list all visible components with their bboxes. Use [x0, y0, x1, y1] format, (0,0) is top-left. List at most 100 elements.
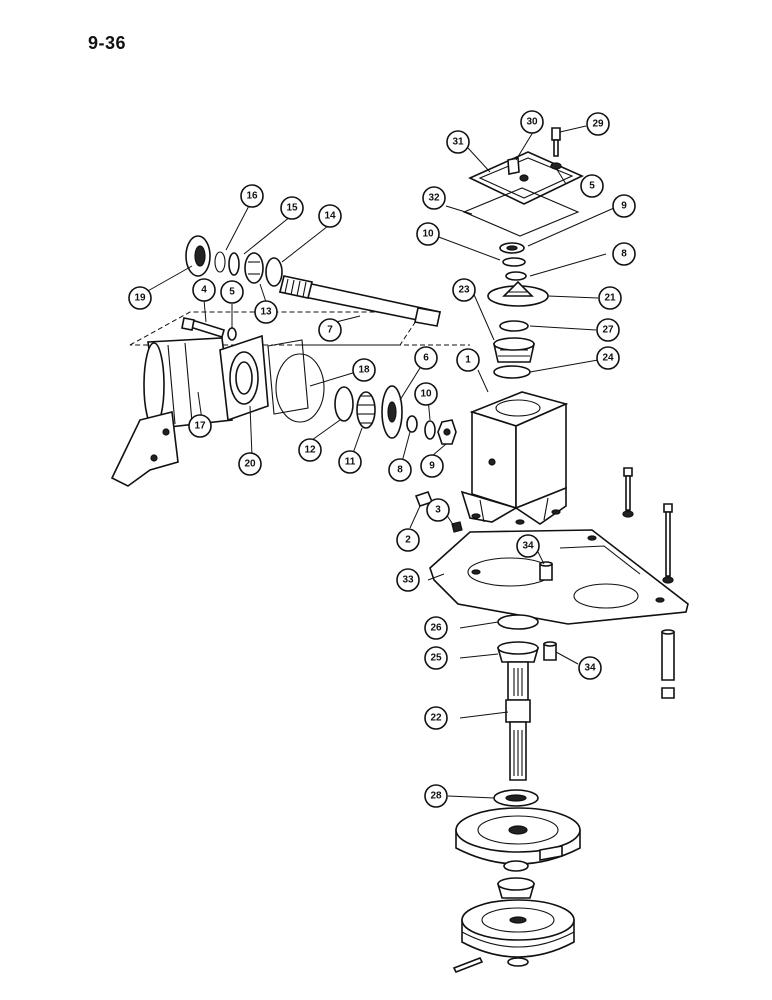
- leader-lines: [145, 123, 615, 799]
- callout-29: 29: [586, 112, 610, 136]
- svg-text:27: 27: [602, 325, 614, 336]
- callout-26: 26: [424, 616, 448, 640]
- cover-gasket: [462, 187, 580, 237]
- svg-text:8: 8: [621, 249, 627, 260]
- callouts: 1 2 3 4 5 5 6 7 8 8 9 9 10 10 11 12 13 1…: [128, 110, 636, 808]
- gasket: [267, 339, 309, 415]
- callout-10-top: 10: [416, 222, 440, 246]
- callout-20: 20: [238, 452, 262, 476]
- callout-1: 1: [456, 348, 480, 372]
- svg-text:3: 3: [435, 505, 441, 516]
- o-ring: [275, 353, 325, 423]
- gearbox-assembly: [414, 127, 689, 974]
- bearing-cup: [334, 386, 354, 422]
- callout-24: 24: [596, 346, 620, 370]
- svg-text:13: 13: [260, 307, 272, 318]
- breather-plug: [507, 157, 520, 175]
- svg-text:16: 16: [246, 191, 258, 202]
- housing-tube: [143, 337, 233, 429]
- callout-7: 7: [318, 318, 342, 342]
- spacer: [406, 415, 418, 433]
- gearbox-housing: [460, 391, 569, 525]
- lower-bearing: [493, 789, 539, 807]
- callout-34-lower: 34: [578, 656, 602, 680]
- upper-cone-bearing: [493, 337, 535, 363]
- svg-text:21: 21: [604, 293, 616, 304]
- callout-22: 22: [424, 706, 448, 730]
- callout-8-right: 8: [612, 242, 636, 266]
- callout-32: 32: [422, 186, 446, 210]
- callout-30: 30: [520, 110, 544, 134]
- callout-21: 21: [598, 286, 622, 310]
- callout-9-right: 9: [612, 194, 636, 218]
- callout-18: 18: [352, 358, 376, 382]
- flange-bolt: [181, 317, 225, 339]
- lock-washer: [227, 327, 237, 341]
- hub-spacer: [503, 860, 529, 872]
- callout-33: 33: [396, 568, 420, 592]
- left-cone-bearing: [244, 252, 264, 284]
- callout-10-left: 10: [414, 382, 438, 406]
- spacer-tube: [661, 629, 675, 681]
- callout-3: 3: [426, 498, 450, 522]
- callout-6: 6: [414, 346, 438, 370]
- upper-pulley: [455, 807, 581, 865]
- lower-cone-bearing: [496, 641, 540, 663]
- cone-bearing: [356, 391, 376, 429]
- svg-text:17: 17: [194, 421, 206, 432]
- svg-text:8: 8: [397, 465, 403, 476]
- cap-screw: [551, 127, 561, 157]
- svg-text:9: 9: [621, 201, 627, 212]
- svg-text:14: 14: [324, 211, 336, 222]
- callout-25: 25: [424, 646, 448, 670]
- mounting-bracket: [110, 411, 179, 487]
- callout-5-left: 5: [220, 280, 244, 304]
- callout-11: 11: [338, 450, 362, 474]
- svg-text:10: 10: [422, 229, 434, 240]
- top-spacer: [505, 271, 527, 281]
- svg-text:22: 22: [430, 713, 442, 724]
- mounting-plate: [429, 529, 689, 625]
- svg-text:26: 26: [430, 623, 442, 634]
- callout-4: 4: [192, 278, 216, 302]
- top-washer: [502, 257, 526, 267]
- callout-34-upper: 34: [516, 534, 540, 558]
- callout-27: 27: [596, 318, 620, 342]
- vent-fitting: [451, 521, 463, 533]
- bevel-gear: [381, 385, 403, 439]
- svg-text:7: 7: [327, 325, 333, 336]
- callout-16: 16: [240, 184, 264, 208]
- svg-text:19: 19: [134, 293, 146, 304]
- svg-text:30: 30: [526, 117, 538, 128]
- svg-text:6: 6: [423, 353, 429, 364]
- svg-text:5: 5: [589, 181, 595, 192]
- callout-8-left: 8: [388, 458, 412, 482]
- svg-text:11: 11: [345, 457, 356, 468]
- svg-text:12: 12: [304, 445, 316, 456]
- callout-17: 17: [188, 414, 212, 438]
- svg-text:4: 4: [201, 285, 207, 296]
- svg-text:23: 23: [458, 285, 470, 296]
- pulley-hub: [496, 877, 536, 899]
- mounting-bolt: [622, 467, 634, 518]
- nut: [437, 419, 457, 445]
- seal: [185, 235, 211, 277]
- svg-text:28: 28: [430, 791, 442, 802]
- flange-plate: [219, 334, 269, 422]
- washer: [424, 420, 436, 440]
- svg-text:25: 25: [430, 653, 442, 664]
- svg-text:33: 33: [402, 575, 414, 586]
- input-housing-assembly: [110, 235, 470, 487]
- callout-9-left: 9: [420, 454, 444, 478]
- output-shaft: [505, 661, 531, 781]
- callout-13: 13: [254, 300, 278, 324]
- svg-text:34: 34: [584, 663, 596, 674]
- svg-text:31: 31: [452, 137, 464, 148]
- svg-text:9: 9: [429, 461, 435, 472]
- svg-text:29: 29: [592, 119, 604, 130]
- callout-23: 23: [452, 278, 476, 302]
- shim-27: [499, 320, 529, 332]
- bottom-nut: [507, 957, 529, 967]
- bushing-upper: [539, 561, 553, 581]
